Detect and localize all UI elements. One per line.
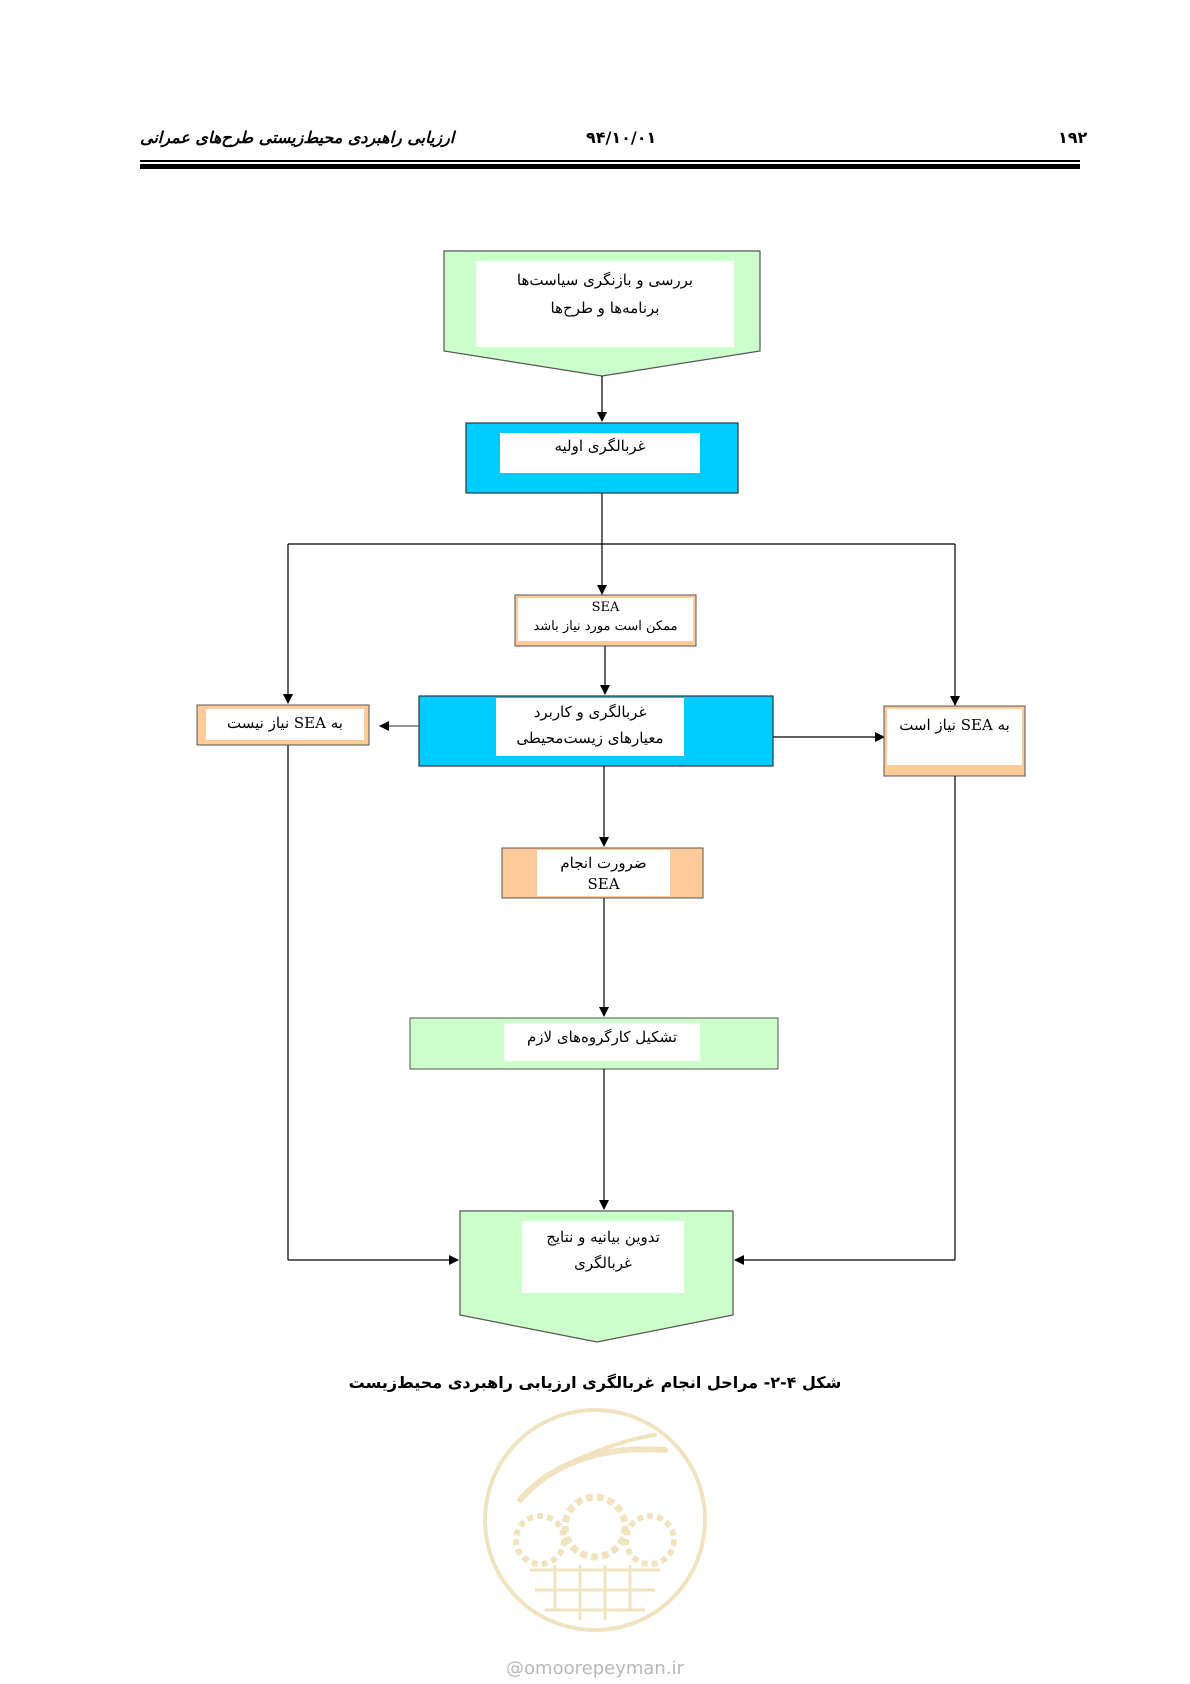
sea-needed-label: به SEA نیاز است bbox=[899, 716, 1010, 734]
watermark-logo-icon bbox=[483, 1408, 707, 1632]
book-title: ارزیابی راهبردی محیط‌زیستی طرح‌های عمران… bbox=[140, 128, 455, 147]
header-rule-thick bbox=[140, 164, 1080, 169]
working-groups-box bbox=[409, 1017, 779, 1070]
sea-not-needed-box bbox=[196, 704, 370, 746]
page-number: ۱۹۲ bbox=[1058, 128, 1088, 147]
review-policies-box bbox=[443, 250, 761, 377]
header-rule-thin bbox=[140, 160, 1080, 162]
watermark-url: @omoorepeyman.ir bbox=[506, 1658, 684, 1679]
review-label-line2: برنامه‌ها و طرح‌ها bbox=[550, 299, 660, 317]
figure-caption: شکل ۴-۲- مراحل انجام غربالگری ارزیابی را… bbox=[348, 1373, 842, 1392]
sea-maybe-label-line2: ممکن است مورد نیاز باشد bbox=[533, 619, 678, 634]
report-label-line1: تدوین بیانیه و نتایج bbox=[546, 1228, 660, 1246]
necessity-label-line1: ضرورت انجام bbox=[560, 854, 647, 872]
sea-maybe-label-line1: SEA bbox=[591, 600, 620, 615]
report-label-line2: غربالگری bbox=[574, 1254, 632, 1272]
criteria-screening-box bbox=[418, 695, 774, 767]
initial-screening-label: غربالگری اولیه bbox=[554, 437, 646, 455]
initial-screening-box bbox=[465, 422, 739, 494]
sea-not-needed-label: به SEA نیاز نیست bbox=[227, 714, 343, 732]
criteria-label-line2: معیارهای زیست‌محیطی bbox=[516, 729, 664, 747]
header-date: ۹۴/۱۰/۰۱ bbox=[586, 128, 657, 147]
report-box bbox=[459, 1210, 734, 1343]
working-groups-label: تشکیل کارگروه‌های لازم bbox=[526, 1028, 678, 1046]
criteria-label-line1: غربالگری و کاربرد bbox=[533, 703, 647, 721]
sea-necessity-box bbox=[501, 847, 704, 899]
sea-needed-box bbox=[883, 705, 1026, 777]
review-label-line1: بررسی و بازنگری سیاست‌ها bbox=[516, 271, 694, 289]
necessity-label-line2: SEA bbox=[587, 875, 620, 893]
sea-maybe-box bbox=[514, 594, 697, 647]
